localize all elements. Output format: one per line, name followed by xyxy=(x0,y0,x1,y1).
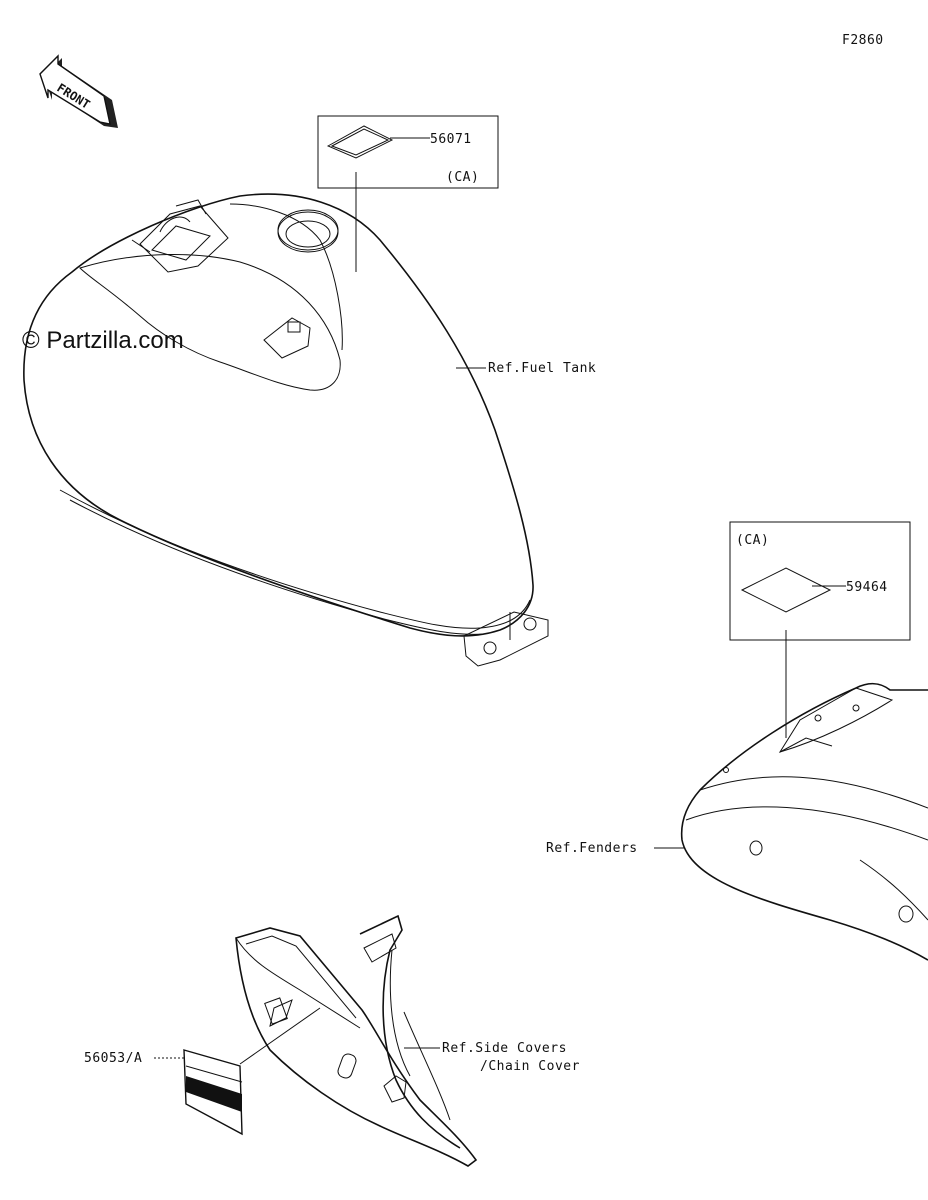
fuel-tank xyxy=(23,193,549,667)
ref-fuel-tank-label: Ref.Fuel Tank xyxy=(488,361,596,376)
part-number-59464: 59464 xyxy=(846,580,888,595)
ref-side-covers-label-2: /Chain Cover xyxy=(480,1059,580,1074)
ref-fenders-label: Ref.Fenders xyxy=(546,841,638,856)
ref-side-covers-label-1: Ref.Side Covers xyxy=(442,1041,567,1056)
front-arrow-icon: FRONT xyxy=(39,54,118,128)
callout-box-56071 xyxy=(317,115,499,272)
diagram-code: F2860 xyxy=(842,33,884,48)
part-number-56071: 56071 xyxy=(430,132,472,147)
sticker-56053 xyxy=(154,1007,321,1136)
part-number-56053: 56053/A xyxy=(84,1051,142,1066)
callout-box-59464 xyxy=(729,521,911,738)
rear-fender xyxy=(654,682,928,961)
side-cover xyxy=(235,914,478,1167)
watermark: © Partzilla.com xyxy=(22,327,184,354)
ca-label-2: (CA) xyxy=(736,533,769,548)
ca-label-1: (CA) xyxy=(446,170,479,185)
